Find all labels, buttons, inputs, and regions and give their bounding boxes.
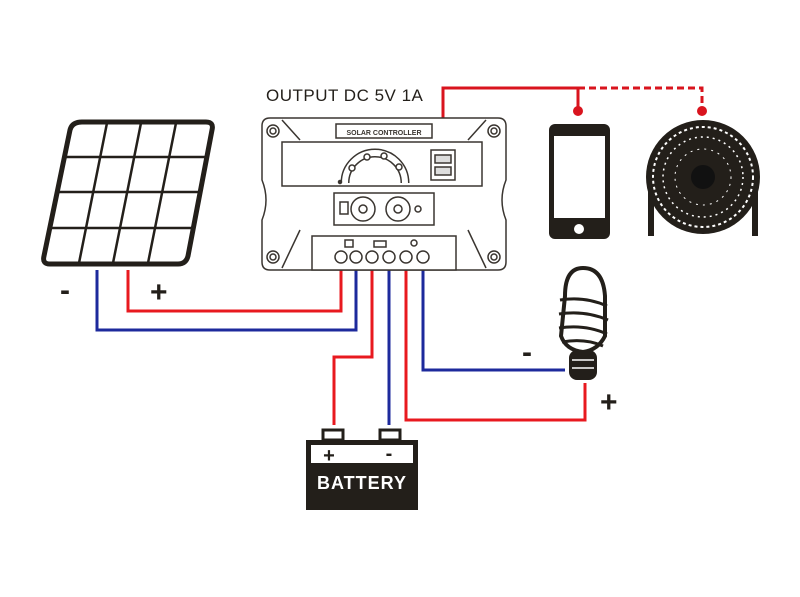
solar-panel: - + bbox=[41, 119, 215, 309]
wire-usb-fan bbox=[578, 86, 704, 108]
solar-panel-negative-label: - bbox=[60, 274, 70, 307]
terminal-solar-positive bbox=[334, 250, 348, 264]
wire-load-negative bbox=[421, 266, 565, 372]
wire-solar-positive bbox=[126, 266, 343, 313]
terminal-solar-negative bbox=[349, 250, 363, 264]
wire-battery-positive bbox=[332, 266, 374, 425]
bulb-symbol-icon bbox=[410, 239, 418, 247]
battery-positive-label: + bbox=[323, 445, 335, 467]
output-dc-label: OUTPUT DC 5V 1A bbox=[266, 86, 424, 105]
fan-hub bbox=[691, 165, 715, 189]
wire-load-positive bbox=[404, 266, 587, 422]
battery-negative-label: - bbox=[386, 443, 393, 465]
terminal-load-positive bbox=[399, 250, 413, 264]
power-icon bbox=[414, 205, 422, 213]
usb-port-1 bbox=[434, 154, 452, 164]
solar-symbol-icon bbox=[344, 239, 354, 248]
solar-panel-positive-label: + bbox=[150, 276, 168, 309]
terminal-battery-negative bbox=[382, 250, 396, 264]
phone-home-button bbox=[574, 224, 584, 234]
usb-dot-fan bbox=[697, 106, 707, 116]
terminals bbox=[334, 250, 430, 264]
controller-label-plate bbox=[335, 123, 433, 139]
bulb-negative-label: - bbox=[522, 336, 532, 369]
battery-terminal-positive bbox=[321, 428, 345, 442]
terminal-load-negative bbox=[416, 250, 430, 264]
bulb-base bbox=[569, 350, 597, 380]
terminal-battery-positive bbox=[365, 250, 379, 264]
controller bbox=[261, 117, 507, 271]
battery-symbol-icon bbox=[373, 240, 387, 248]
usb-port-2 bbox=[434, 166, 452, 176]
battery-terminal-negative bbox=[378, 428, 402, 442]
fan bbox=[646, 120, 760, 236]
fan-grille bbox=[652, 126, 754, 228]
bulb-glass bbox=[558, 265, 607, 355]
phone-screen bbox=[554, 136, 605, 218]
battery bbox=[306, 428, 418, 510]
menu-icon bbox=[339, 201, 349, 215]
phone bbox=[549, 124, 610, 239]
bulb-positive-label: + bbox=[600, 386, 618, 419]
battery-label: BATTERY bbox=[317, 473, 407, 493]
wires bbox=[95, 86, 704, 425]
controller-label: SOLAR CONTROLLER bbox=[346, 130, 421, 137]
usb-dot-phone bbox=[573, 106, 583, 116]
bulb bbox=[558, 265, 609, 380]
wire-solar-negative bbox=[95, 266, 358, 332]
solar-panel-grid bbox=[50, 122, 206, 264]
